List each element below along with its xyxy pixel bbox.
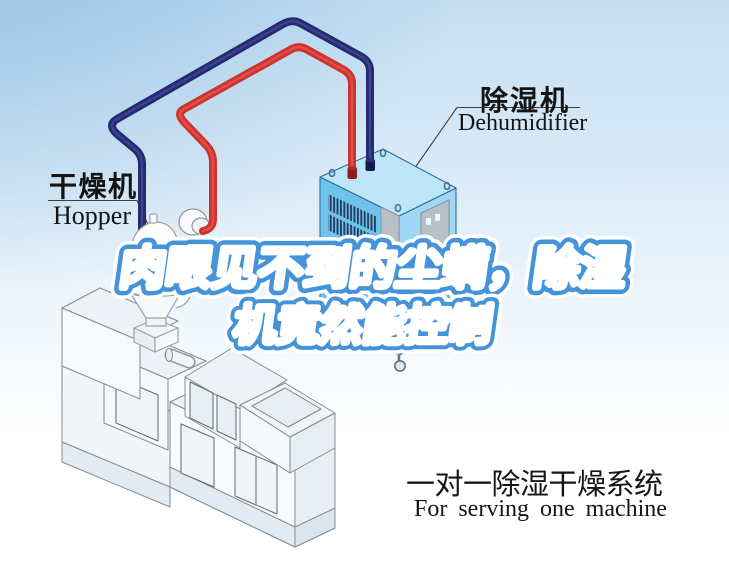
headline: 肉眼见不到的尘螨，除湿 肉眼见不到的尘螨，除湿 肉眼见不到的尘螨，除湿 机竟然能… — [106, 232, 640, 360]
hopper-label-zh: 干燥机 — [49, 171, 138, 202]
svg-text:肉眼见不到的尘螨，除湿: 肉眼见不到的尘螨，除湿 — [117, 242, 630, 294]
svg-text:肉眼见不到的尘螨，除湿: 肉眼见不到的尘螨，除湿 — [117, 242, 630, 294]
red-cable — [176, 43, 356, 235]
dehumidifier-machine — [319, 148, 459, 372]
dehumidifier-pointer-line — [411, 106, 580, 173]
svg-text:机竟然能控制: 机竟然能控制 — [231, 302, 496, 350]
hopper-machine — [128, 208, 211, 353]
svg-text:机竟然能控制: 机竟然能控制 — [231, 302, 496, 350]
svg-text:机竟然能控制: 机竟然能控制 — [231, 302, 496, 350]
hopper-label-en: Hopper — [53, 201, 131, 230]
caption-en: For serving one machine — [414, 496, 667, 522]
svg-text:肉眼见不到的尘螨，除湿: 肉眼见不到的尘螨，除湿 — [117, 242, 630, 294]
caption-zh: 一对一除湿干燥系统 — [406, 469, 663, 501]
headline-line1: 肉眼见不到的尘螨，除湿 肉眼见不到的尘螨，除湿 肉眼见不到的尘螨，除湿 — [106, 232, 640, 305]
blue-cable — [108, 17, 374, 244]
dehumidifier-label-zh: 除湿机 — [480, 85, 571, 116]
headline-line2: 机竟然能控制 机竟然能控制 机竟然能控制 — [221, 292, 506, 360]
cable-collars — [347, 158, 376, 179]
dehumidifier-label-en: Dehumidifier — [458, 110, 588, 136]
